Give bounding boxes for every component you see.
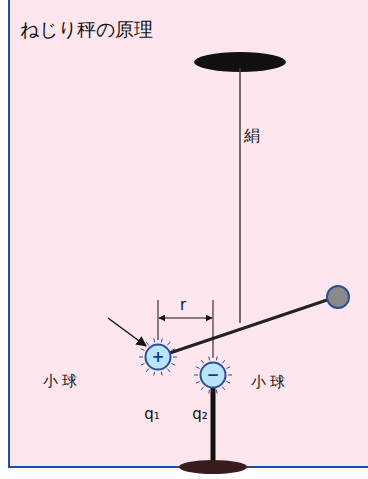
- small-ball: −: [199, 361, 227, 389]
- charge-marks: [139, 338, 232, 393]
- charge-mark: [227, 382, 231, 384]
- stand-base: [179, 460, 247, 474]
- charge-mark: [194, 375, 198, 376]
- title: ねじり秤の原理: [20, 17, 153, 43]
- charge-mark: [141, 349, 145, 351]
- dimension-arrow: [159, 318, 212, 319]
- charge-mark: [196, 382, 200, 384]
- charge-mark: [161, 338, 163, 342]
- ball-circle: [146, 345, 171, 370]
- charge-mark: [172, 364, 176, 366]
- charge-mark: [222, 360, 224, 363]
- charge-mark: [153, 372, 155, 376]
- charge-mark: [173, 357, 177, 358]
- small-ball: +: [144, 343, 172, 371]
- background-panel: [8, 0, 368, 468]
- charge-mark: [161, 372, 163, 376]
- ball-stand: [211, 386, 216, 462]
- charge-mark: [208, 356, 210, 360]
- charge-mark: [146, 369, 148, 372]
- charge-mark: [167, 342, 169, 345]
- dimension-line: [213, 300, 214, 358]
- charge-mark: [216, 390, 218, 394]
- charge-mark: [201, 387, 203, 390]
- charge-mark: [196, 367, 200, 369]
- pointer-arrow: [108, 318, 146, 346]
- charge-mark: [228, 375, 232, 376]
- label: q₂: [192, 405, 208, 423]
- charge-mark: [146, 342, 148, 345]
- charge-mark: [139, 357, 143, 358]
- charge-mark: [167, 369, 169, 372]
- label: 小 球: [251, 373, 286, 392]
- dimension-line: [158, 300, 159, 340]
- counterweight-ball: [327, 286, 349, 308]
- charge-mark: [208, 390, 210, 394]
- label: r: [180, 296, 186, 314]
- charge-mark: [201, 360, 203, 363]
- label: 小 球: [43, 372, 78, 391]
- charge-mark: [172, 349, 176, 351]
- ball-circle: [201, 363, 226, 388]
- charge-mark: [141, 364, 145, 366]
- charge-mark: [227, 367, 231, 369]
- charge-mark: [153, 338, 155, 342]
- charge-sign: −: [207, 368, 220, 383]
- label: q₁: [144, 405, 160, 423]
- silk-thread: [239, 68, 241, 323]
- charge-sign: +: [152, 350, 165, 365]
- label: 絹: [244, 126, 260, 147]
- charge-mark: [222, 387, 224, 390]
- charge-mark: [216, 356, 218, 360]
